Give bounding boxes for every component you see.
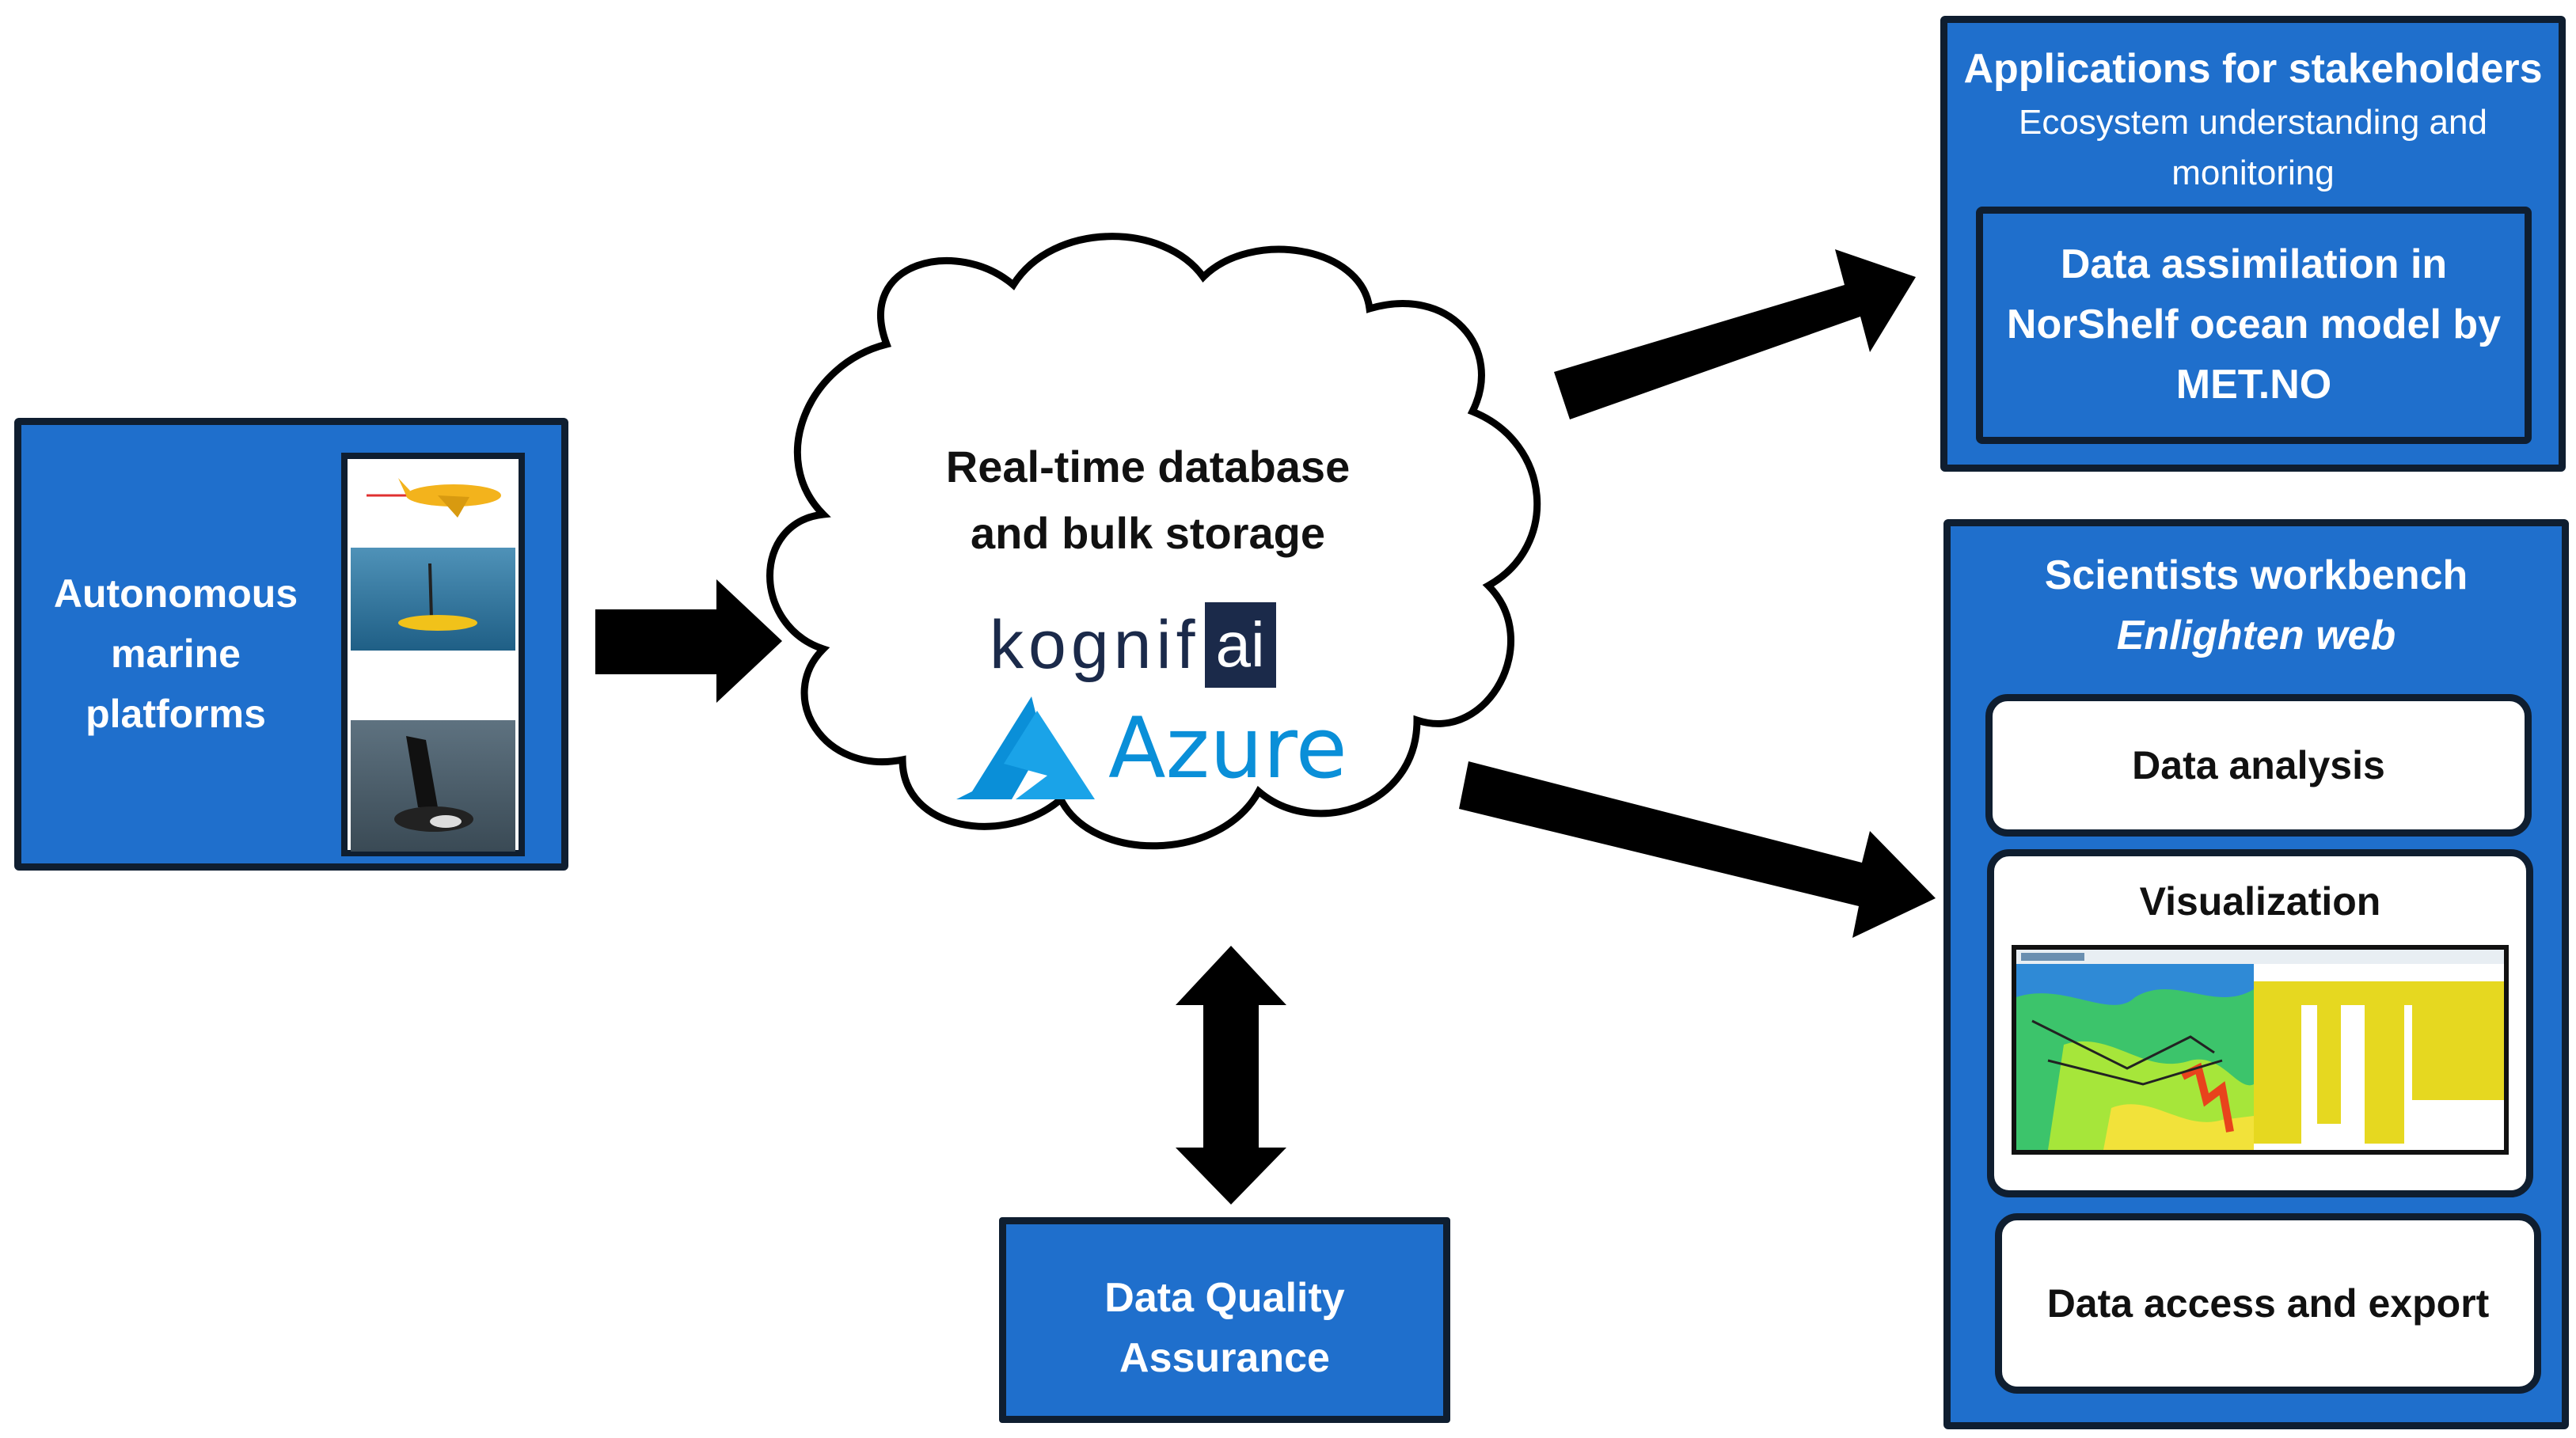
azure-logo: Azure: [956, 696, 1368, 807]
arrow-platforms-to-cloud: [595, 579, 782, 703]
azure-icon: [956, 696, 1095, 799]
arrow-cloud-to-workbench: [1459, 761, 1936, 938]
workbench-box: Scientists workbench Enlighten web Data …: [1943, 519, 2569, 1429]
kognifai-ai-badge: ai: [1204, 602, 1276, 688]
kognifai-logo: kognif ai: [990, 601, 1322, 689]
visualization-label: Visualization: [2139, 879, 2381, 924]
assimilation-line1: Data assimilation in: [2060, 241, 2448, 287]
stakeholders-subtitle-line1: Ecosystem understanding and: [2019, 103, 2487, 142]
data-analysis-label: Data analysis: [2132, 743, 2385, 787]
stakeholders-title: Applications for stakeholders: [1963, 46, 2543, 92]
stakeholders-box: Applications for stakeholders Ecosystem …: [1940, 16, 2566, 472]
platforms-box: Autonomous marine platforms: [14, 418, 568, 871]
assimilation-box: Data assimilation in NorShelf ocean mode…: [1976, 207, 2532, 444]
cloud-title-line1: Real-time database: [945, 442, 1351, 491]
visualization-screenshot: [2012, 945, 2509, 1155]
cloud-title-line2: and bulk storage: [970, 508, 1326, 558]
seaglider-fin-photo: [351, 720, 515, 852]
arrow-cloud-to-stakeholders: [1554, 249, 1916, 419]
azure-word: Azure: [1108, 700, 1347, 797]
data-export-label: Data access and export: [2046, 1281, 2490, 1326]
stakeholders-subtitle-line2: monitoring: [2171, 154, 2335, 192]
visualization-box: Visualization: [1987, 849, 2533, 1197]
workbench-title: Scientists workbench: [2044, 552, 2468, 598]
quality-box: Data Quality Assurance: [999, 1217, 1450, 1423]
sailbuoy-photo: [351, 548, 515, 651]
workbench-subtitle: Enlighten web: [2116, 613, 2396, 658]
quality-label-line2: Assurance: [1119, 1335, 1330, 1381]
cloud-shape: [766, 233, 1541, 850]
stakeholders-subtitle: Ecosystem understanding and monitoring: [1947, 97, 2559, 199]
data-analysis-box: Data analysis: [1985, 694, 2532, 837]
platforms-label: Autonomous marine platforms: [53, 571, 298, 736]
glider-photo: [351, 462, 515, 541]
platform-photo-strip: [341, 453, 525, 856]
data-export-box: Data access and export: [1995, 1213, 2541, 1394]
assimilation-line3: MET.NO: [2175, 362, 2332, 408]
cloud-title: Real-time database and bulk storage: [895, 434, 1401, 567]
arrow-cloud-quality-bidirectional: [1176, 946, 1286, 1205]
quality-label-line1: Data Quality: [1104, 1275, 1345, 1321]
assimilation-line2: NorShelf ocean model by: [2006, 302, 2502, 347]
kognifai-word: kognif: [990, 606, 1200, 683]
